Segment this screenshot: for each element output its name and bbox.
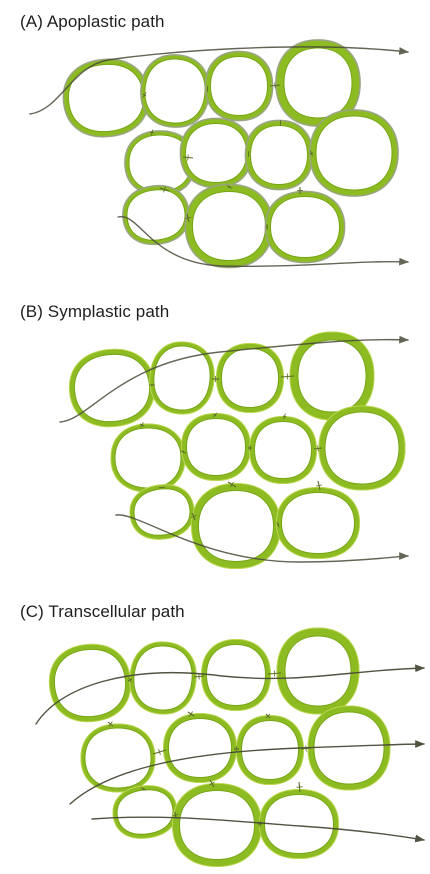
cell (60, 55, 153, 141)
cell-wall (294, 336, 370, 416)
cell (146, 339, 217, 418)
symplastic-panel: (B) Symplastic path (0, 290, 430, 590)
cell (249, 416, 316, 483)
cell (66, 345, 159, 431)
cell (308, 706, 390, 790)
cell-wall (195, 487, 277, 565)
cell (126, 639, 199, 718)
cell (81, 724, 155, 792)
cell (138, 53, 211, 130)
cell-layer (60, 40, 399, 268)
cell (245, 120, 312, 189)
cell-wall (166, 716, 234, 780)
cell-wall (48, 643, 131, 723)
cell-wall (252, 419, 314, 481)
cell-wall (268, 194, 342, 260)
apoplastic-panel: (A) Apoplastic path (0, 0, 430, 290)
cell (46, 640, 135, 725)
cell-wall (322, 409, 402, 487)
cell-wall (176, 787, 258, 863)
cell (191, 483, 280, 568)
cell (205, 51, 272, 120)
cell (180, 118, 251, 187)
cell-wall (184, 416, 248, 478)
cell-wall (189, 188, 269, 264)
cell (163, 713, 236, 782)
transcellular-panel: (C) Transcellular path (0, 590, 430, 874)
transcellular-diagram (0, 590, 430, 874)
cell-wall (279, 490, 357, 556)
plasmodesma-tick (318, 446, 319, 452)
cell (319, 406, 405, 490)
cell-wall (208, 54, 270, 118)
cell-wall (281, 632, 355, 710)
cell (276, 487, 359, 558)
cell (277, 628, 359, 714)
cell (172, 783, 261, 866)
cell-wall (313, 113, 395, 193)
cell (265, 191, 344, 262)
cell-layer (66, 332, 406, 569)
cell (185, 184, 272, 267)
cell-wall (112, 784, 178, 840)
symplastic-diagram (0, 290, 430, 590)
cell-wall (141, 55, 210, 127)
cell (216, 343, 283, 412)
cell (111, 424, 185, 492)
plasmodesma-tick (199, 674, 200, 680)
cell-wall (311, 709, 387, 787)
cell-wall (183, 121, 249, 185)
cell (181, 413, 250, 480)
cell-wall (248, 123, 310, 187)
cell (310, 110, 398, 196)
cell (119, 182, 193, 249)
plasmodesma-tick (297, 787, 303, 788)
apoplastic-diagram (0, 0, 430, 290)
cell-wall (219, 346, 281, 410)
